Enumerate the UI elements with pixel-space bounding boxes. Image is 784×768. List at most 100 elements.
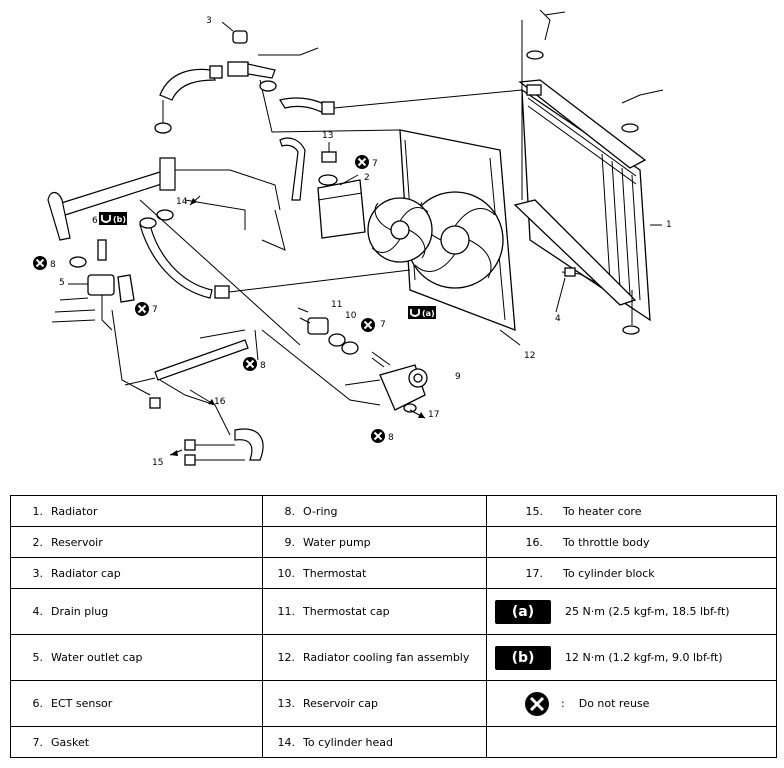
legend-label: 12 N·m (1.2 kgf-m, 9.0 lbf-ft) bbox=[565, 650, 723, 664]
water-pump bbox=[344, 351, 428, 413]
legend-row: 5. Water outlet cap 12. Radiator cooling f… bbox=[10, 634, 777, 681]
upper-hoses bbox=[154, 21, 523, 201]
legend-num: 7. bbox=[32, 735, 44, 749]
cooling-system-exploded-diagram: (b) (a) 1 2 3 4 5 6 7 7 7 8 8 8 9 10 11 … bbox=[32, 9, 672, 468]
legend-cell: 5. Water outlet cap bbox=[10, 634, 263, 681]
do-not-reuse-icon bbox=[360, 317, 376, 333]
legend-num: 11. bbox=[277, 605, 296, 618]
legend-label: To heater core bbox=[563, 504, 642, 518]
legend-label: O-ring bbox=[303, 504, 338, 518]
legend-num: 14. bbox=[277, 735, 296, 749]
legend-cell: 14.To cylinder head bbox=[262, 726, 487, 758]
callout-2: 2 bbox=[364, 173, 370, 183]
callout-7: 7 bbox=[152, 305, 158, 315]
flow-arrows bbox=[169, 195, 426, 456]
callout-16: 16 bbox=[214, 397, 226, 407]
legend-num: 6. bbox=[32, 697, 44, 710]
legend-num: 10. bbox=[277, 566, 296, 580]
callout-7: 7 bbox=[372, 159, 378, 169]
legend-cell: 16. To throttle body bbox=[486, 526, 777, 558]
do-not-reuse-icon bbox=[525, 691, 549, 716]
legend-label: Thermostat bbox=[303, 566, 367, 580]
torque-b-label: (b) bbox=[113, 215, 126, 224]
legend-row: 2. Reservoir 9. Water pump 16. To throttle … bbox=[10, 526, 777, 558]
legend-label: Drain plug bbox=[51, 605, 109, 618]
legend-label: Radiator cooling fan assembly bbox=[303, 651, 470, 664]
callout-6: 6 bbox=[92, 216, 98, 226]
coolant-pipe-left bbox=[47, 157, 411, 299]
legend-label: 25 N·m (2.5 kgf-m, 18.5 lbf-ft) bbox=[565, 604, 730, 618]
torque-a-symbol-text: (a) bbox=[511, 603, 535, 620]
legend-label: Reservoir cap bbox=[303, 697, 379, 710]
legend-cell: 8. O-ring bbox=[262, 495, 487, 527]
heater-pipes bbox=[124, 329, 381, 466]
callout-3: 3 bbox=[206, 16, 212, 26]
torque-a-label: (a) bbox=[422, 309, 435, 318]
legend-label: Thermostat cap bbox=[303, 605, 390, 618]
callout-13: 13 bbox=[322, 131, 333, 141]
legend-label: Water pump bbox=[303, 535, 371, 549]
legend-row: 1. Radiator 8. O-ring 15. To heater core bbox=[10, 495, 777, 527]
callout-12: 12 bbox=[524, 351, 535, 361]
drain-plug bbox=[555, 267, 596, 313]
legend-cell: 3.Radiator cap bbox=[10, 557, 263, 589]
legend-num: 13. bbox=[277, 697, 296, 710]
legend-num: 15. bbox=[525, 504, 544, 518]
legend-label: Reservoir bbox=[51, 535, 103, 549]
legend-cell: 17. To cylinder block bbox=[486, 557, 777, 589]
legend-cell: 1. Radiator bbox=[10, 495, 263, 527]
torque-mark-a: (a) bbox=[408, 306, 436, 319]
legend-cell: 9. Water pump bbox=[262, 526, 487, 558]
legend-cell: 10. Thermostat bbox=[262, 557, 487, 589]
legend-label: Gasket bbox=[51, 735, 90, 749]
legend-num: 5. bbox=[32, 651, 44, 664]
legend-cell: (a) 25 N·m (2.5 kgf-m, 18.5 lbf-ft) bbox=[486, 588, 777, 635]
callout-9: 9 bbox=[455, 372, 461, 382]
legend-num: 8. bbox=[284, 504, 296, 518]
do-not-reuse-icon bbox=[370, 428, 386, 444]
callout-8: 8 bbox=[50, 260, 56, 270]
parts-legend-table: 1. Radiator 8. O-ring 15. To heater core 2.… bbox=[10, 495, 777, 758]
legend-label: Do not reuse bbox=[578, 696, 650, 710]
legend-cell: 4.Drain plug bbox=[10, 588, 263, 635]
callout-8: 8 bbox=[388, 433, 394, 443]
legend-label: ECT sensor bbox=[51, 697, 113, 710]
legend-num: 2. bbox=[32, 535, 44, 549]
callout-4: 4 bbox=[555, 314, 561, 324]
legend-label: To throttle body bbox=[563, 535, 650, 549]
legend-label: To cylinder block bbox=[563, 566, 655, 580]
cooling-fan-assembly bbox=[367, 129, 521, 346]
callout-5: 5 bbox=[59, 278, 65, 288]
legend-cell: (b) 12 N·m (1.2 kgf-m, 9.0 lbf-ft) bbox=[486, 634, 777, 681]
legend-row: 4.Drain plug 11. Thermostat cap (a) 25 N·m… bbox=[10, 588, 777, 635]
torque-a-icon: (a) bbox=[495, 599, 551, 624]
do-not-reuse-icon bbox=[32, 255, 48, 271]
callout-8: 8 bbox=[260, 361, 266, 371]
legend-cell-empty bbox=[486, 726, 777, 758]
do-not-reuse-icon bbox=[354, 154, 370, 170]
do-not-reuse-icon bbox=[242, 356, 258, 372]
thermostat-assembly bbox=[139, 199, 359, 355]
callout-11: 11 bbox=[331, 300, 342, 310]
legend-num: 16. bbox=[525, 535, 544, 549]
legend-cell: 12. Radiator cooling fan assembly bbox=[262, 634, 487, 681]
legend-row: 3.Radiator cap 10. Thermostat 17. To cylin… bbox=[10, 557, 777, 589]
legend-colon: : bbox=[561, 696, 565, 710]
torque-b-symbol-text: (b) bbox=[511, 649, 535, 666]
legend-label: Water outlet cap bbox=[51, 651, 143, 664]
callout-7: 7 bbox=[380, 320, 386, 330]
legend-num: 17. bbox=[525, 566, 544, 580]
legend-row: 7. Gasket 14.To cylinder head bbox=[10, 726, 777, 758]
legend-num: 12. bbox=[277, 651, 296, 664]
reservoir bbox=[317, 142, 366, 239]
radiator bbox=[513, 9, 664, 335]
legend-num: 1. bbox=[32, 504, 44, 518]
legend-cell: 11. Thermostat cap bbox=[262, 588, 487, 635]
legend-label: Radiator bbox=[51, 504, 98, 518]
callout-labels: 1 2 3 4 5 6 7 7 7 8 8 8 9 10 11 12 13 14… bbox=[50, 16, 672, 468]
legend-cell: 15. To heater core bbox=[486, 495, 777, 527]
torque-b-icon: (b) bbox=[495, 645, 551, 670]
legend-num: 3. bbox=[32, 566, 44, 580]
callout-1: 1 bbox=[666, 220, 672, 230]
legend-num: 9. bbox=[284, 535, 296, 549]
